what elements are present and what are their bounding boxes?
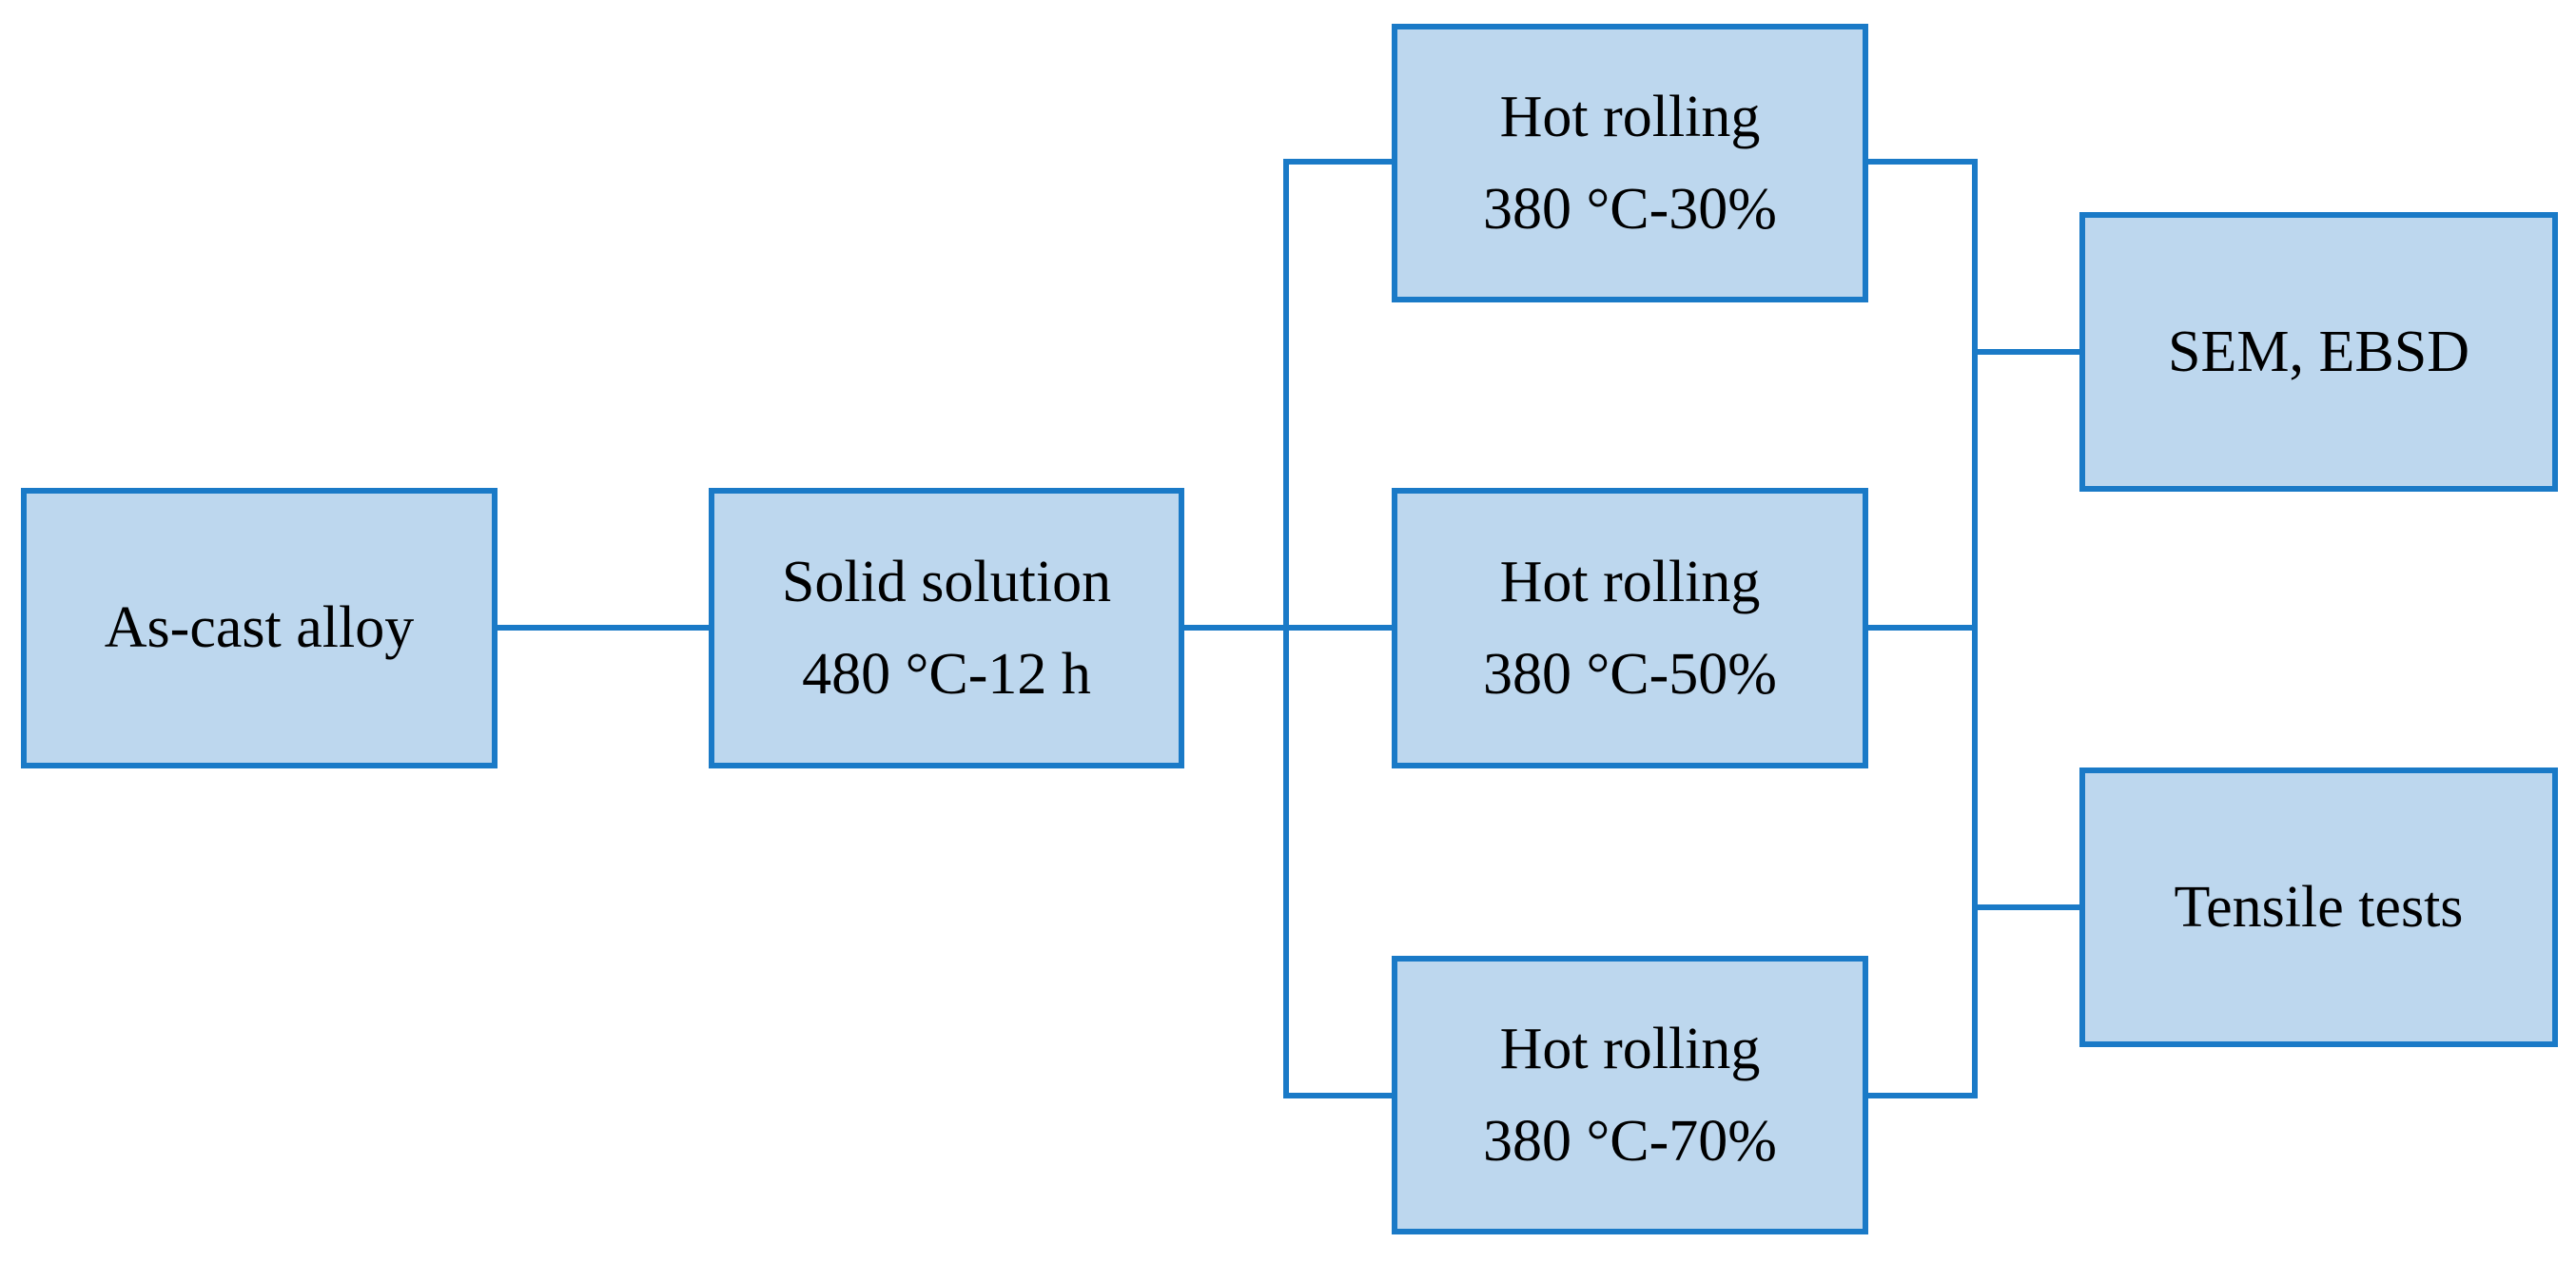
node-label: Hot rolling: [1499, 1017, 1761, 1082]
node-parameters: 380 °C-70%: [1483, 1108, 1777, 1174]
node-tensile-tests: Tensile tests: [2079, 768, 2558, 1047]
node-label: Hot rolling: [1499, 85, 1761, 150]
node-parameters: 480 °C-12 h: [802, 641, 1091, 707]
node-label: SEM, EBSD: [2168, 319, 2469, 384]
node-label: Hot rolling: [1499, 550, 1761, 615]
node-as-cast-alloy: As-cast alloy: [21, 488, 498, 768]
node-parameters: 380 °C-30%: [1483, 176, 1777, 242]
node-label: Tensile tests: [2174, 874, 2464, 940]
node-sem-ebsd: SEM, EBSD: [2079, 212, 2558, 492]
node-solid-solution: Solid solution 480 °C-12 h: [709, 488, 1184, 768]
node-label: Solid solution: [781, 550, 1112, 615]
node-parameters: 380 °C-50%: [1483, 641, 1777, 707]
node-hot-rolling-30: Hot rolling 380 °C-30%: [1392, 24, 1868, 302]
node-label: As-cast alloy: [104, 595, 415, 661]
node-hot-rolling-70: Hot rolling 380 °C-70%: [1392, 956, 1868, 1234]
node-hot-rolling-50: Hot rolling 380 °C-50%: [1392, 488, 1868, 768]
